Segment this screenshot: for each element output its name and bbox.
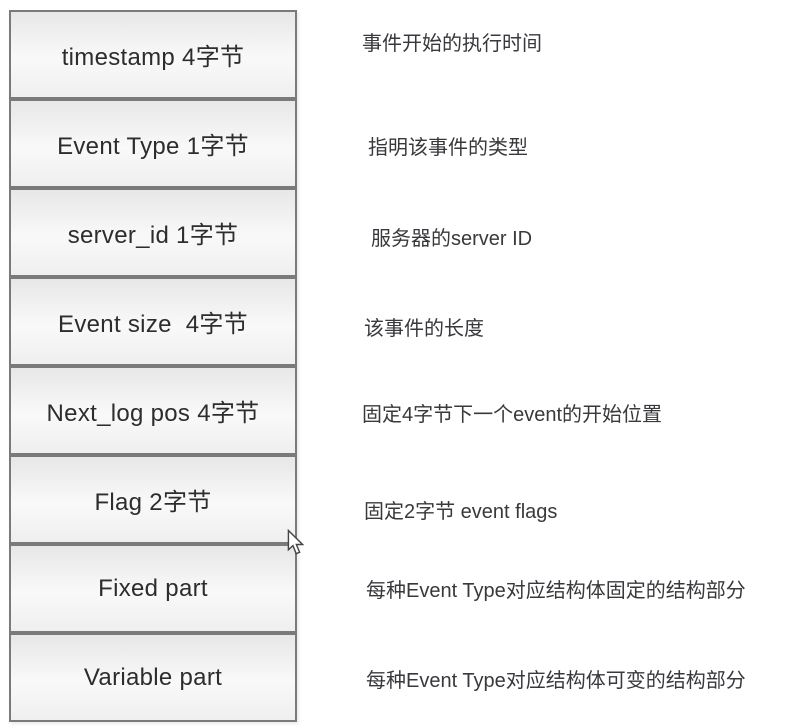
field-box-event-type: Event Type 1字节 — [9, 99, 297, 188]
field-label-timestamp: timestamp 4字节 — [61, 44, 245, 71]
field-box-timestamp: timestamp 4字节 — [9, 10, 297, 99]
description-row-next-log-pos: 固定4字节下一个event的开始位置 — [362, 368, 794, 457]
field-label-fixed-part: Fixed part — [98, 574, 208, 602]
description-row-flag: 固定2字节 event flags — [362, 465, 794, 554]
description-fixed-part: 每种Event Type对应结构体固定的结构部分 — [366, 580, 746, 602]
event-structure-stack: timestamp 4字节 Event Type 1字节 server_id 1… — [9, 10, 297, 722]
description-variable-part: 每种Event Type对应结构体可变的结构部分 — [366, 670, 746, 692]
description-row-timestamp: 事件开始的执行时间 — [362, 0, 794, 86]
description-timestamp: 事件开始的执行时间 — [362, 33, 542, 55]
description-row-server-id: 服务器的server ID — [362, 192, 794, 281]
field-label-event-size: Event size 4字节 — [58, 311, 248, 338]
field-label-variable-part: Variable part — [83, 663, 223, 691]
field-box-event-size: Event size 4字节 — [9, 277, 297, 366]
description-event-size: 该事件的长度 — [364, 318, 484, 340]
field-box-flag: Flag 2字节 — [9, 455, 297, 544]
description-row-event-type: 指明该事件的类型 — [362, 101, 794, 190]
field-descriptions: 事件开始的执行时间 指明该事件的类型 服务器的server ID 该事件的长度 … — [362, 10, 794, 722]
field-label-event-type: Event Type 1字节 — [57, 133, 249, 160]
field-box-next-log-pos: Next_log pos 4字节 — [9, 366, 297, 455]
description-flag: 固定2字节 event flags — [364, 501, 558, 523]
field-box-server-id: server_id 1字节 — [9, 188, 297, 277]
field-box-fixed-part: Fixed part — [9, 544, 297, 633]
field-box-variable-part: Variable part — [9, 633, 297, 722]
description-server-id: 服务器的server ID — [371, 228, 533, 250]
field-label-next-log-pos: Next_log pos 4字节 — [46, 400, 260, 427]
field-label-server-id: server_id 1字节 — [67, 222, 239, 249]
description-row-event-size: 该事件的长度 — [362, 282, 794, 371]
description-event-type: 指明该事件的类型 — [368, 137, 528, 159]
description-next-log-pos: 固定4字节下一个event的开始位置 — [362, 404, 663, 426]
description-row-fixed-part: 每种Event Type对应结构体固定的结构部分 — [362, 544, 794, 633]
field-label-flag: Flag 2字节 — [94, 489, 212, 516]
description-row-variable-part: 每种Event Type对应结构体可变的结构部分 — [362, 634, 794, 723]
